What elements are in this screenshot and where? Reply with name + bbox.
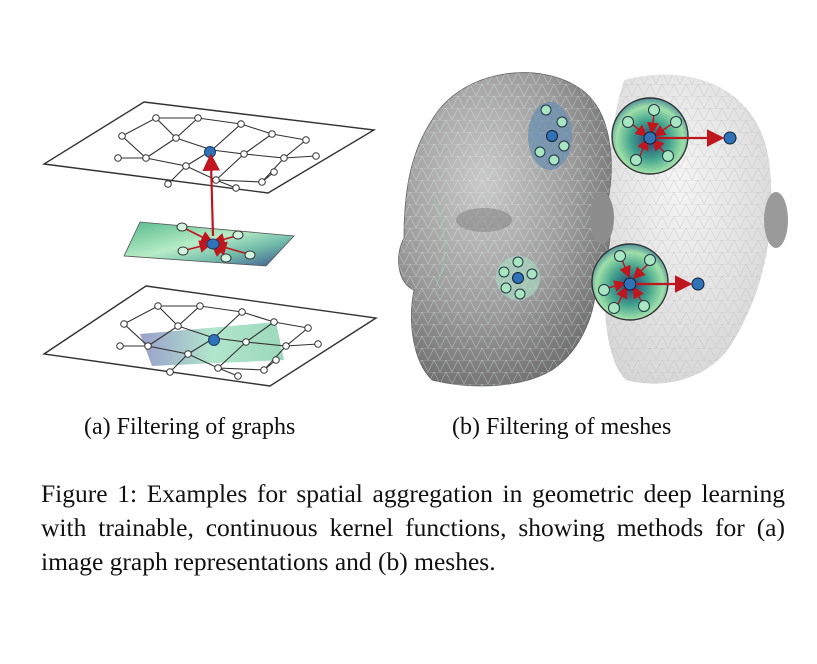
head-kernel-patch-lower [496, 256, 540, 300]
output-node [204, 146, 216, 158]
aggregation-arrow [202, 153, 221, 237]
kernel-center-node [206, 238, 220, 250]
bottom-graph-plane [42, 285, 378, 387]
mesh-filtering-illustration [398, 72, 788, 387]
kernel-disk-upper [611, 97, 737, 175]
subfigure-caption-b: (b) Filtering of meshes [452, 414, 672, 440]
input-center-node [208, 334, 220, 346]
head-kernel-patch-upper [528, 102, 572, 170]
mesh-head [398, 72, 614, 387]
kernel-output-node-lower [691, 277, 705, 291]
kernel-plane [123, 221, 295, 267]
figure-caption: Figure 1: Examples for spatial aggregati… [41, 479, 785, 576]
subfigure-caption-a: (a) Filtering of graphs [84, 414, 296, 440]
graph-filtering-illustration [41, 101, 378, 387]
kernel-disk-lower [591, 243, 705, 321]
kernel-output-node-upper [723, 131, 737, 145]
top-graph-plane [41, 101, 377, 194]
